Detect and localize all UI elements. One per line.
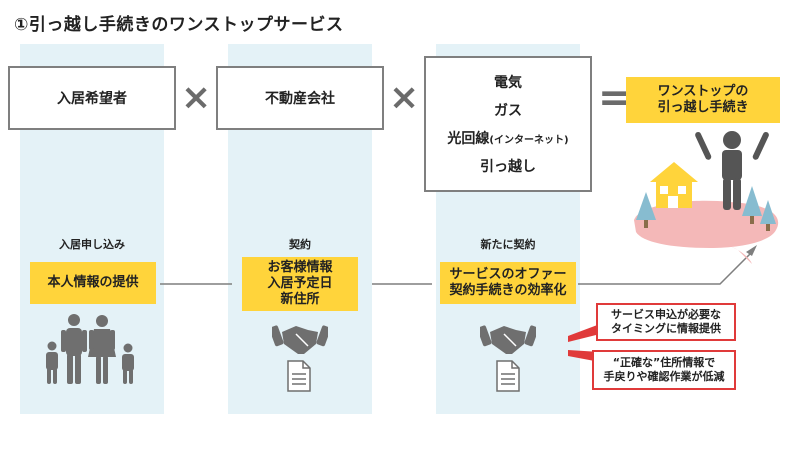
service-offer-line1: サービスのオファー [449,266,567,282]
person-celebrating-icon [695,131,769,210]
customer-info-line2: 入居予定日 [267,275,333,291]
result-line2: 引っ越し手続き [657,100,749,115]
stage-label-new-contract: 新たに契約 [480,238,536,251]
box-realestate: 不動産会社 [216,66,384,130]
callout-timely-info: サービス申込が必要な タイミングに情報提供 [596,303,736,341]
service-moving: 引っ越し [480,159,536,175]
stage-label-contract: 契約 [289,238,311,251]
box-provide-personal-info-label: 本人情報の提供 [47,274,139,290]
box-provide-personal-info: 本人情報の提供 [30,262,156,304]
document-icon [287,360,311,392]
handshake-icon [480,325,536,354]
equals-icon: = [598,75,632,121]
box-services: 電気 ガス 光回線(インターネット) 引っ越し [424,56,592,192]
callout-accurate-address: “正確な”住所情報で 手戻りや確認作業が低減 [592,350,736,390]
box-applicant-label: 入居希望者 [57,91,127,107]
box-customer-info: お客様情報 入居予定日 新住所 [242,257,358,311]
family-icon [46,314,134,384]
box-applicant: 入居希望者 [8,66,176,130]
customer-info-line3: 新住所 [280,292,320,308]
box-service-offer: サービスのオファー 契約手続きの効率化 [440,262,576,304]
result-onestop-box: ワンストップの 引っ越し手続き [626,77,780,123]
callout-accurate-address-line2: 手戻りや確認作業が低減 [603,370,725,383]
house-icon [650,162,698,208]
moving-island-illustration [634,131,779,264]
tree-icon [742,186,762,224]
island-shape [634,200,779,248]
times-icon: × [389,77,420,118]
tree-icon [636,192,656,228]
tree-icon [760,200,776,231]
callout-timely-info-line2: タイミングに情報提供 [611,322,721,335]
service-gas: ガス [494,103,522,119]
page-title: ①引っ越し手続きのワンストップサービス [14,15,344,35]
document-icon [496,360,520,392]
times-icon: × [181,77,212,118]
service-electricity: 電気 [494,75,522,91]
service-internet-main: 光回線 [447,131,490,147]
customer-info-line1: お客様情報 [267,259,333,275]
stage-label-application: 入居申し込み [59,238,125,251]
callout-accurate-address-line1: “正確な”住所情報で [612,355,716,369]
service-internet-sub: (インターネット) [489,135,569,146]
handshake-icon [272,325,328,354]
box-realestate-label: 不動産会社 [265,91,335,107]
result-line1: ワンストップの [657,83,749,99]
service-offer-line2: 契約手続きの効率化 [449,283,567,298]
service-internet: 光回線(インターネット) [447,128,568,148]
callout-timely-info-line1: サービス申込が必要な [611,307,721,321]
